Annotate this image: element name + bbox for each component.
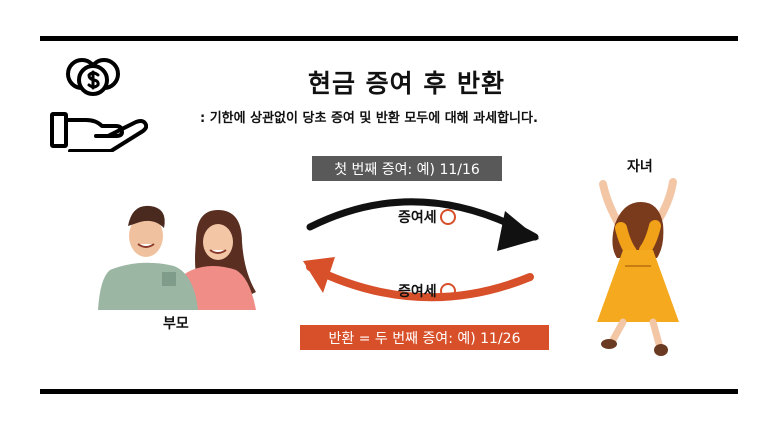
return-arrowhead xyxy=(303,257,335,293)
page-title: 현금 증여 후 반환 xyxy=(307,69,506,98)
parents-label: 부모 xyxy=(163,316,189,332)
page-subtitle: : 기한에 상관없이 당초 증여 및 반환 모두에 대해 과세합니다. xyxy=(200,111,538,126)
bottom-divider xyxy=(40,389,738,394)
gift-tax-lower: 증여세 xyxy=(398,281,456,301)
circle-o-icon xyxy=(439,283,456,299)
parents-illustration xyxy=(98,205,256,310)
gift-arrowhead xyxy=(497,211,539,251)
return-gift-label: 반환 = 두 번째 증여: 예) 11/26 xyxy=(300,325,549,350)
gift-tax-upper-text: 증여세 xyxy=(398,210,437,226)
top-divider xyxy=(40,36,738,41)
gift-tax-upper: 증여세 xyxy=(398,207,456,227)
gift-flow-arrows xyxy=(303,198,539,302)
hand-with-coins-icon xyxy=(50,58,148,152)
return-arrow xyxy=(306,263,534,302)
first-gift-label: 첫 번째 증여: 예) 11/16 xyxy=(312,156,502,181)
gift-tax-lower-text: 증여세 xyxy=(398,284,437,300)
child-label: 자녀 xyxy=(627,159,653,175)
child-illustration xyxy=(597,178,679,356)
circle-o-icon xyxy=(439,209,456,225)
